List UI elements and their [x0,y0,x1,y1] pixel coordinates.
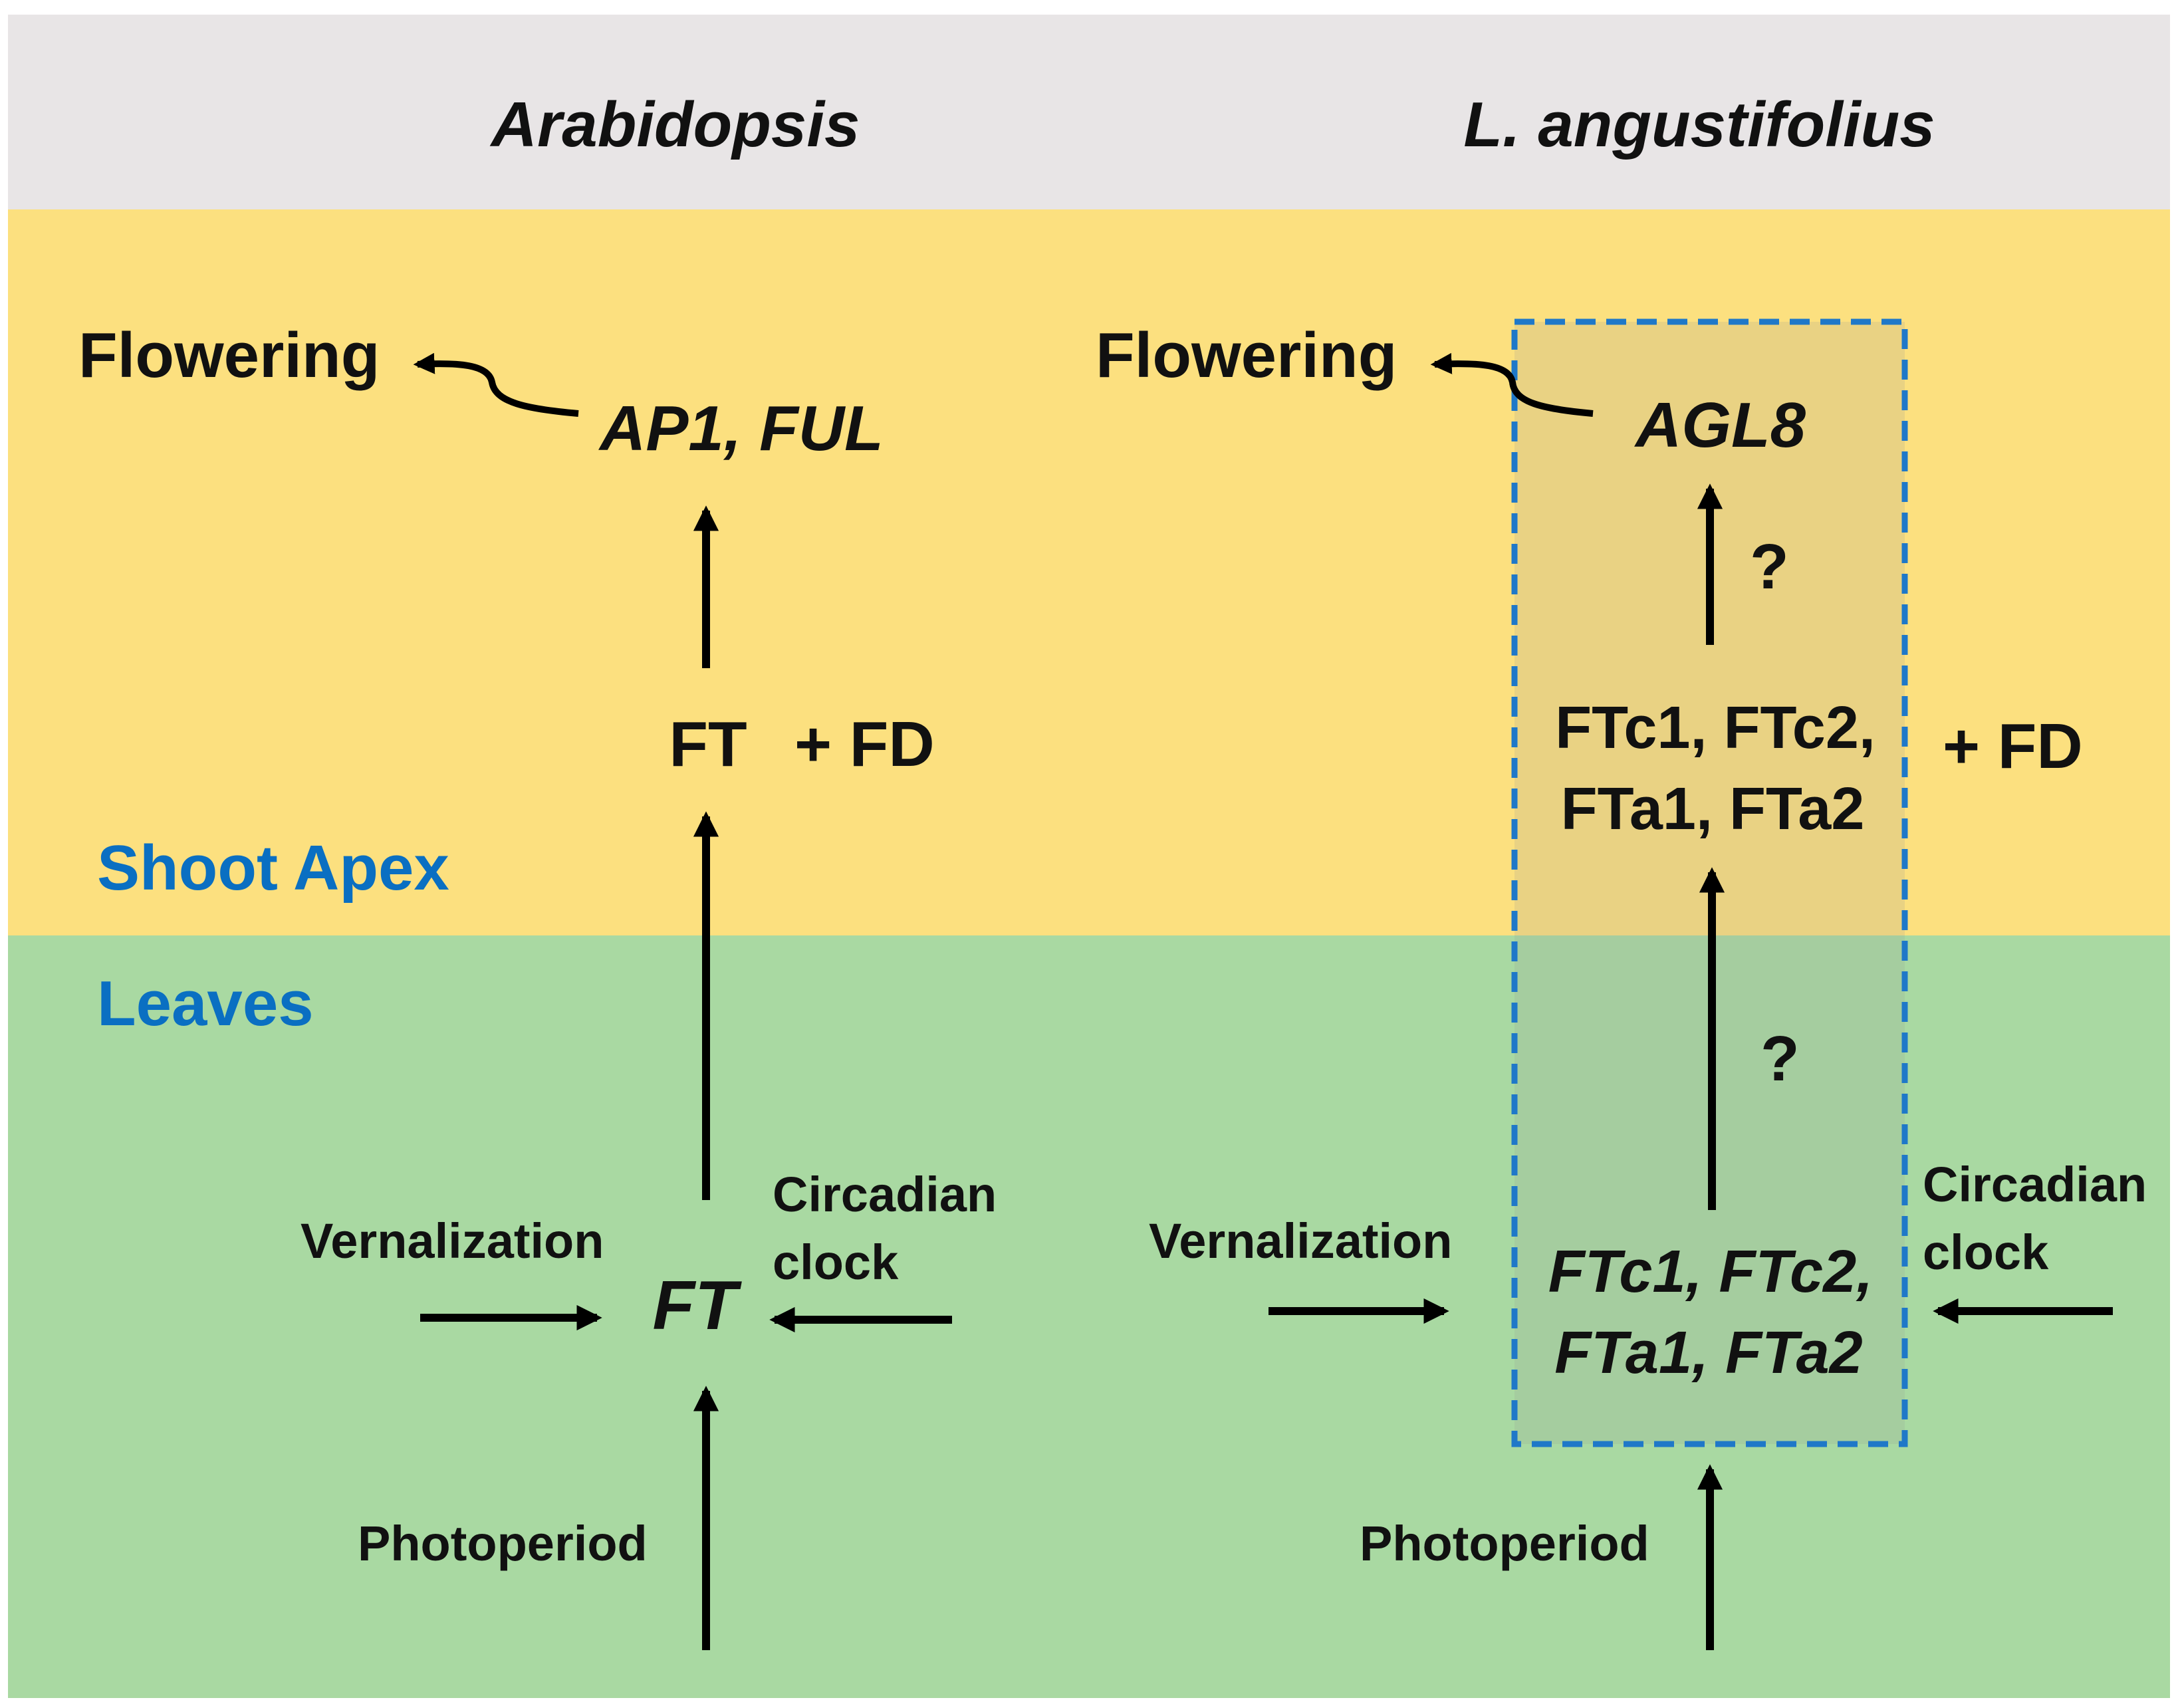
arabidopsis-ap1-to-flowering-arrow [413,352,579,417]
shoot-apex-band [8,209,2170,935]
arabidopsis-header-title: Arabidopsis [491,89,860,160]
species-header-band [8,15,2170,209]
arabidopsis-ft-protein-label: FT [669,709,747,780]
lupin-fd-label: + FD [1943,711,2083,782]
arabidopsis-ap1-ful-label: AP1, FUL [600,393,884,464]
lupin-header-title: L. angustifolius [1463,89,1935,160]
lupin-circadian-label-line2: clock [1923,1225,2049,1280]
arabidopsis-photoperiod-label: Photoperiod [358,1516,648,1571]
leaves-band [8,935,2170,1698]
arabidopsis-vernalization-label: Vernalization [301,1213,604,1269]
arabidopsis-fd-label: + FD [794,709,935,780]
lupin-agl8-to-flowering-arrow [1430,352,1594,417]
lupin-circadian-label-line1: Circadian [1923,1157,2147,1212]
leaves-label: Leaves [97,968,314,1039]
lupin-flowering-label: Flowering [1096,320,1397,391]
arabidopsis-ft-gene-label: FT [652,1267,737,1344]
lupin-vernalization-label: Vernalization [1149,1213,1453,1269]
lupin-ft-genes-line2: FTa1, FTa2 [1554,1320,1863,1386]
lupin-ft-proteins-line1: FTc1, FTc2, [1555,695,1876,761]
lupin-ft-proteins-line2: FTa1, FTa2 [1560,776,1865,842]
arabidopsis-circadian-label-line1: Circadian [773,1167,997,1222]
lupin-question-upper: ? [1750,531,1789,602]
lupin-ft-genes-line1: FTc1, FTc2, [1548,1239,1874,1305]
arabidopsis-circadian-label-line2: clock [773,1235,899,1290]
lupin-question-lower: ? [1760,1023,1800,1094]
lupin-agl8-label: AGL8 [1635,390,1806,461]
lupin-photoperiod-label: Photoperiod [1360,1516,1649,1571]
shoot-apex-label: Shoot Apex [97,832,449,904]
arabidopsis-flowering-label: Flowering [78,320,380,391]
